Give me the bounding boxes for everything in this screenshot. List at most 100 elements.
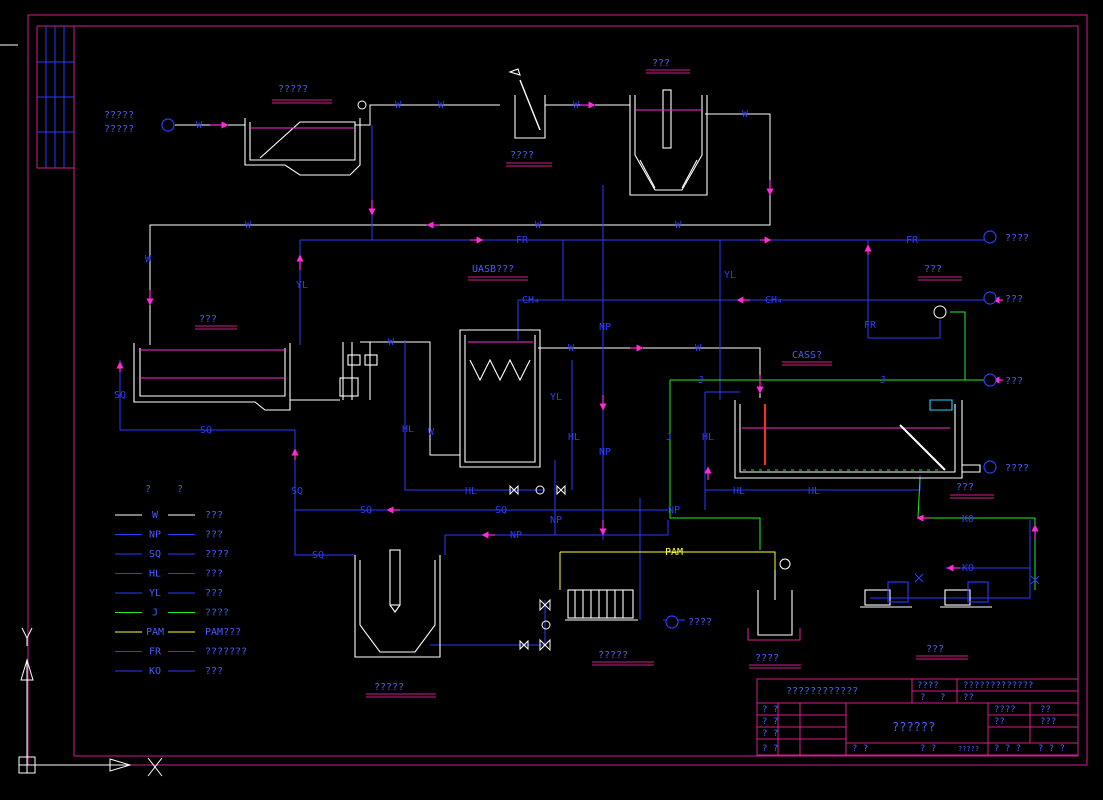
cake-outlet-marker [665, 615, 679, 629]
pipe-codes: W W W W W W W W W W W W W FR FR FR YL YL… [114, 100, 974, 574]
legend-code: HL [149, 569, 161, 580]
pipe-label: KO [962, 514, 974, 525]
tb-field-a: ???? [917, 681, 939, 691]
pipe-label: FR [516, 235, 529, 246]
air-pipes [669, 311, 1036, 590]
unit-titles: ????? ????? ????? ???? ??? UASB??? ??? C… [104, 58, 1029, 698]
unit-label: ??? [924, 264, 942, 275]
endpoint-markers [161, 118, 997, 629]
bar-screen [514, 95, 546, 139]
pipe-label: NP [599, 322, 611, 333]
legend-desc: ??? [205, 530, 223, 541]
pam-pipes [559, 551, 776, 590]
inlet-marker [161, 118, 175, 132]
pipe-label: SQ [114, 390, 126, 401]
binding-margin-grid [37, 26, 74, 168]
equalization-tank [133, 343, 291, 411]
legend-code: YL [149, 588, 161, 599]
air-outlet-marker [983, 373, 997, 387]
cake-out-label: ???? [688, 617, 712, 628]
ucs-icon [18, 627, 163, 777]
pipe-label: W [568, 343, 575, 354]
pipe-label: J [698, 375, 704, 386]
pipe-label: W [573, 100, 580, 111]
cass-title: CASS? [792, 350, 822, 361]
process-pipes [119, 125, 1031, 646]
equalization-title: ??? [199, 314, 217, 325]
pipe-label: SQ [360, 505, 372, 516]
tb-field-b: ????????????? [963, 681, 1033, 691]
title-block [756, 678, 1079, 756]
screen-title: ???? [510, 150, 534, 161]
tb-right-mid-b: ??? [1040, 717, 1056, 727]
project-name: ???????????? [786, 686, 858, 697]
legend-code: SQ [149, 549, 161, 560]
tb-bottom-e: ? ? ? [1038, 744, 1065, 754]
legend-code: NP [149, 530, 161, 541]
legend-code: J [152, 608, 158, 619]
inlet-label-2: ????? [104, 124, 134, 135]
air-outlet-label: ??? [1005, 376, 1023, 387]
legend-code: FR [149, 647, 162, 658]
pipe-label: W [742, 109, 749, 120]
pipe-label: NP [599, 447, 611, 458]
tb-sub-a: ? [920, 693, 925, 703]
filter-press [565, 589, 638, 621]
ch4-outlet-marker [983, 291, 997, 305]
pipe-label: W [675, 220, 682, 231]
sedimentation-title: ??? [652, 58, 670, 69]
pipe-label: HL [702, 432, 714, 443]
legend-title-right: ? [177, 484, 183, 495]
legend-desc: ??? [205, 569, 223, 580]
effluent-label: ???? [1005, 463, 1029, 474]
cass-tank [734, 400, 963, 479]
cass-tank-title: ??? [956, 482, 974, 493]
equipment [133, 68, 992, 658]
pipe-label: HL [402, 424, 414, 435]
uasb-reactor [459, 329, 541, 468]
pipe-label: HL [733, 486, 745, 497]
tb-bottom-c: ????? [958, 745, 979, 753]
pipe-label: SQ [495, 505, 507, 516]
tb-right-top-b: ?? [1040, 705, 1051, 715]
pipe-label: CH₄ [522, 295, 540, 306]
tb-left-2: ? ? [762, 717, 778, 727]
uasb-title: UASB??? [472, 264, 514, 275]
tb-left-1: ? ? [762, 705, 778, 715]
tb-sub-b: ? [940, 693, 945, 703]
grit-chamber [244, 118, 361, 176]
inlet-label-1: ????? [104, 110, 134, 121]
pipe-label: W [245, 220, 252, 231]
tb-bottom-a: ? ? [852, 744, 868, 754]
pipe-label: W [388, 337, 395, 348]
pipe-label: NP [510, 530, 522, 541]
pipe-label: FR [864, 320, 877, 331]
pipe-label: KO [962, 563, 974, 574]
fr-outlet-marker [983, 230, 997, 244]
tb-right-top-a: ???? [994, 705, 1016, 715]
sedimentation-tank [629, 95, 708, 196]
legend-desc: ??? [205, 510, 223, 521]
pipe-label: W [438, 100, 445, 111]
pipe-label: SQ [200, 425, 212, 436]
legend-code: W [152, 510, 159, 521]
sludge-thickener [354, 555, 441, 658]
thickener-title: ????? [374, 682, 404, 693]
effluent-marker [983, 460, 997, 474]
pipe-label: FR [906, 235, 919, 246]
drawing-name: ?????? [892, 720, 935, 734]
legend-desc: PAM??? [205, 627, 241, 638]
legend-code: KO [149, 666, 161, 677]
pipe-label: NP [668, 505, 680, 516]
tb-left-4: ? ? [762, 744, 778, 754]
pipe-label: HL [465, 486, 477, 497]
legend-title-left: ? [145, 484, 151, 495]
pipe-label: HL [808, 486, 820, 497]
legend-desc: ??? [205, 666, 223, 677]
legend-desc: ??? [205, 588, 223, 599]
blower-title: ??? [926, 644, 944, 655]
tb-right-mid-a: ?? [994, 717, 1005, 727]
dewatering-title: ????? [598, 650, 628, 661]
lift-pumps [339, 341, 378, 400]
